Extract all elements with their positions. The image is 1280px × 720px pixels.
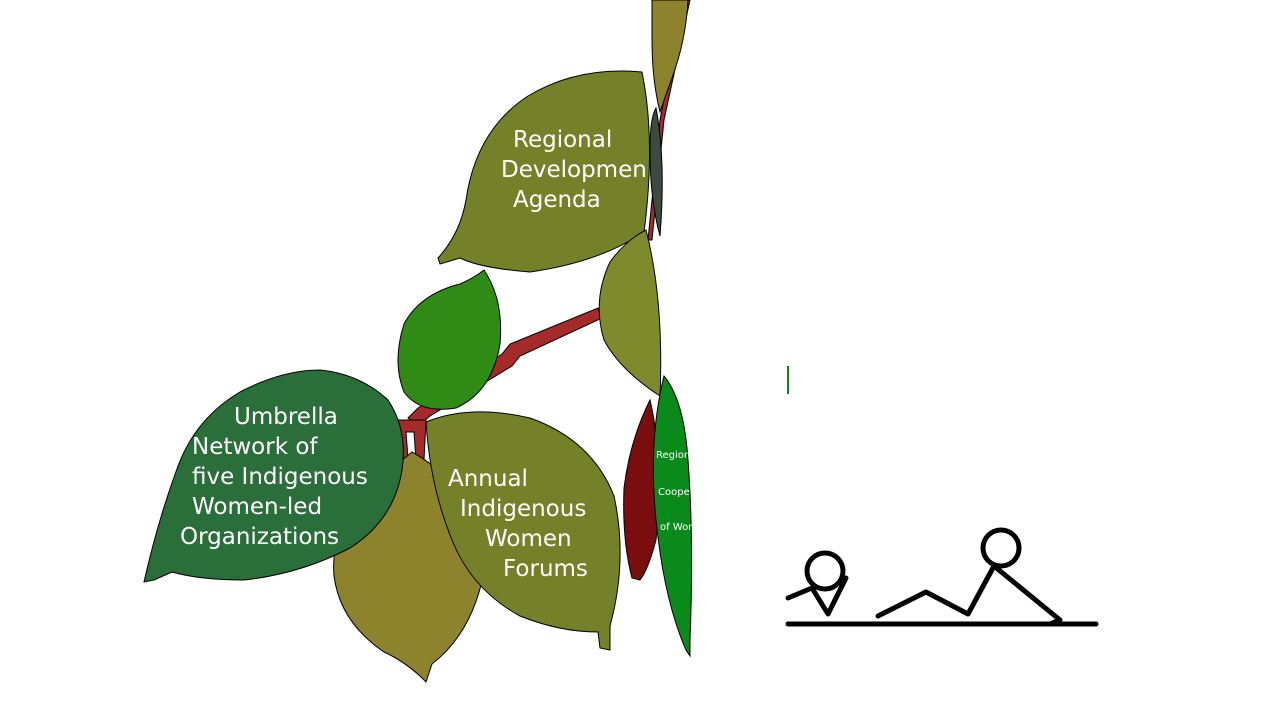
bright-green-leaf bbox=[397, 269, 502, 410]
cooperation-line-3: of Women bbox=[660, 522, 710, 533]
annual-line-1: Annual bbox=[448, 466, 528, 492]
slate-leaf bbox=[649, 106, 663, 237]
regional-development-line-1: Regional bbox=[513, 127, 612, 153]
olive-mid-leaf bbox=[598, 229, 662, 397]
stick-figures-icon bbox=[785, 527, 1099, 627]
annual-line-2: Indigenous bbox=[460, 496, 586, 522]
regional-development-line-3: Agenda bbox=[513, 187, 601, 213]
annual-line-3: Women bbox=[485, 526, 572, 552]
top-leaf bbox=[651, 0, 689, 114]
svg-text:Regional Cooperation o: Regional Cooperation of Women bbox=[656, 450, 722, 533]
cooperation-line-1: Regional bbox=[656, 450, 699, 461]
figure-right-arm bbox=[991, 563, 1063, 627]
figure-right-head bbox=[980, 527, 1022, 569]
regional-development-line-2: Developmen bbox=[501, 157, 647, 183]
leaf-regional-development bbox=[437, 70, 651, 273]
figure-left-head bbox=[804, 550, 846, 592]
annual-line-4: Forums bbox=[503, 556, 588, 582]
svg-text:Regional Developmen Ag: Regional Developmen Agenda bbox=[501, 127, 654, 213]
umbrella-line-3: five Indigenous bbox=[192, 464, 368, 490]
leaf-regional-cooperation bbox=[652, 374, 693, 658]
umbrella-line-2: Network of bbox=[192, 434, 318, 460]
svg-text:Annual Indigenous Wome: Annual Indigenous Women Forums bbox=[448, 466, 594, 582]
svg-text:Umbrella Network of fi: Umbrella Network of five Indigenous Wome… bbox=[180, 404, 375, 550]
umbrella-line-4: Women-led bbox=[192, 494, 322, 520]
umbrella-line-1: Umbrella bbox=[234, 404, 338, 430]
umbrella-line-5: Organizations bbox=[180, 524, 339, 550]
leaf-umbrella-network bbox=[143, 369, 404, 583]
cooperation-line-2: Cooperation bbox=[658, 487, 719, 498]
figure-left-body bbox=[785, 575, 849, 617]
leaf-annual-forums bbox=[425, 411, 621, 651]
figure-right-body bbox=[875, 563, 997, 619]
